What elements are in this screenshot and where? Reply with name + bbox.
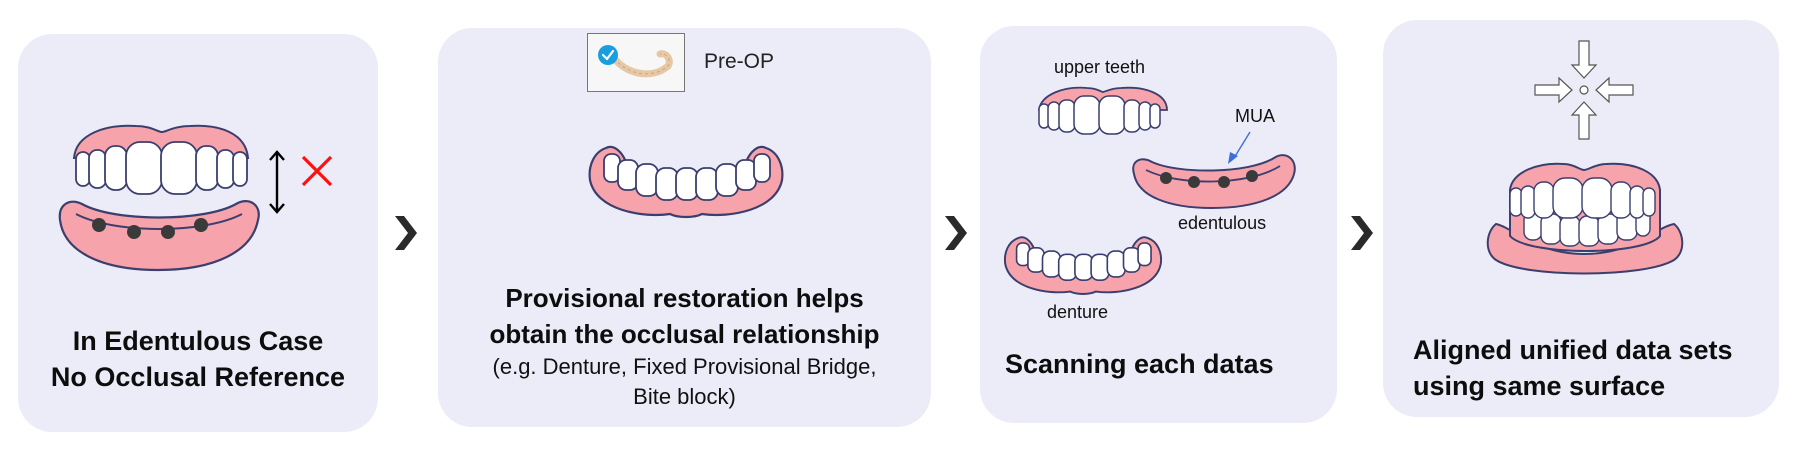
occluded-dentures-icon [1486,162,1684,275]
check-badge-icon [598,45,618,65]
pre-op-thumbnail[interactable] [587,33,685,92]
step-1-title: In Edentulous Case No Occlusal Reference [18,323,378,395]
step-2-subtitle-line-2: Bite block) [633,384,736,409]
lower-denture-icon [1003,236,1163,295]
chevron-right-icon [395,216,417,250]
edentulous-arch-icon [58,200,260,272]
mua-pointer-arrow-icon [1228,131,1251,164]
step-2-title: Provisional restoration helps obtain the… [438,280,931,352]
step-card-4: Aligned unified data sets using same sur… [1383,20,1779,417]
step-card-3: upper teeth MUA edentulous [980,26,1337,423]
step-2-subtitle-line-1: (e.g. Denture, Fixed Provisional Bridge, [492,354,877,379]
step-2-subtitle: (e.g. Denture, Fixed Provisional Bridge,… [438,352,931,412]
chevron-right-icon [1351,216,1373,250]
step-4-title-line-1: Aligned unified data sets [1413,335,1733,365]
upper-denture-icon [72,124,250,195]
step-card-2: Pre-OP Provisional restoration helps obt… [438,28,931,427]
edentulous-label: edentulous [1178,213,1267,233]
mua-label: MUA [1235,106,1275,126]
step-4-title-line-2: using same surface [1413,371,1666,401]
pre-op-label: Pre-OP [704,50,775,73]
upper-teeth-label: upper teeth [1054,57,1146,77]
edentulous-arch-icon [1132,154,1296,210]
step-3-title-line-1: Scanning each datas [1005,349,1274,379]
step-1-title-line-2: No Occlusal Reference [50,362,346,392]
step-card-1: In Edentulous Case No Occlusal Reference [18,34,378,432]
upper-teeth-icon [1037,86,1168,135]
lower-denture-icon [588,145,784,219]
step-1-title-line-1: In Edentulous Case [72,326,324,356]
step-4-title: Aligned unified data sets using same sur… [1413,332,1779,404]
vertical-double-arrow-icon [269,150,285,214]
step-2-title-line-2: obtain the occlusal relationship [489,319,880,349]
align-arrows-icon [1534,40,1634,140]
denture-label: denture [1047,302,1109,322]
red-x-icon [301,155,333,187]
chevron-right-icon [945,216,967,250]
step-3-title: Scanning each datas [1005,346,1337,382]
step-2-title-line-1: Provisional restoration helps [505,283,864,313]
scan-arch-thumbnail-icon [610,50,673,78]
